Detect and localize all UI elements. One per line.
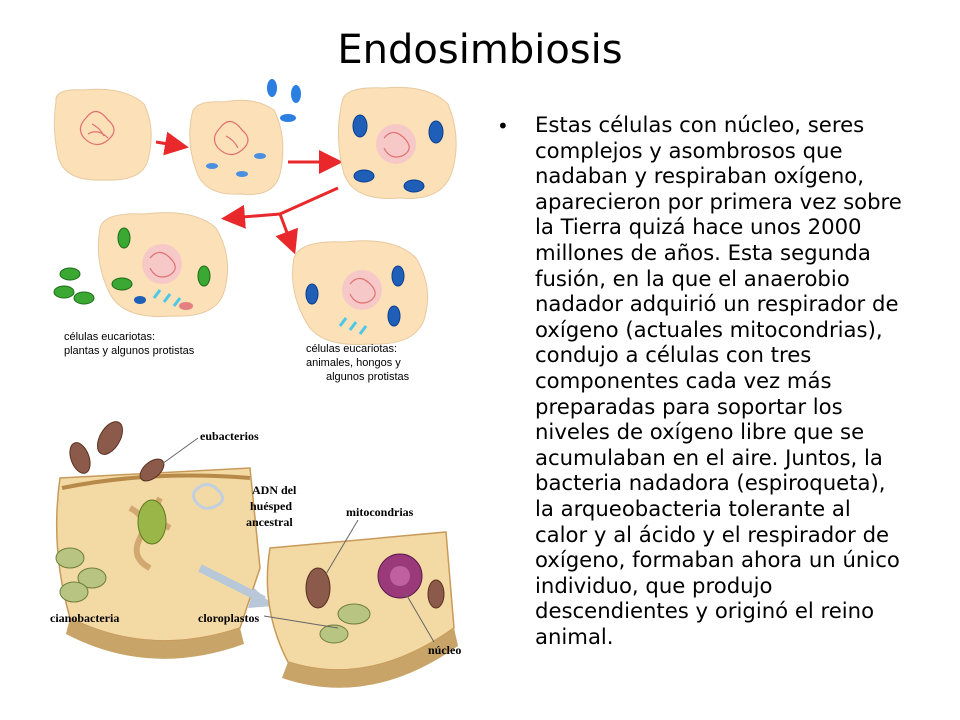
free-bacterium <box>280 114 296 122</box>
animal-cell-label-1: células eucariotas: <box>306 343 397 355</box>
cell-ingesting <box>189 99 284 196</box>
cloroplastos-pointer <box>263 615 339 629</box>
arrow-1 <box>155 131 189 156</box>
free-chloroplast <box>53 285 75 299</box>
nucleo-label: núcleo <box>428 643 461 657</box>
cyanobacterium <box>59 581 89 603</box>
adn-label-1: ADN del <box>252 483 297 497</box>
host-cell <box>55 467 261 659</box>
eubacterium <box>97 421 123 455</box>
cianobacteria-label: cianobacteria <box>50 611 119 625</box>
mitocondrias-pointer <box>325 519 359 575</box>
transition-arrowhead <box>248 588 274 608</box>
prokaryote-cell <box>53 88 152 181</box>
plant-cell-label-1: células eucariotas: <box>64 331 155 343</box>
arrow-split <box>279 186 339 216</box>
free-chloroplast <box>59 267 81 281</box>
mitocondrias-label: mitocondrias <box>346 505 414 519</box>
cloroplastos-label: cloroplastos <box>198 611 259 625</box>
arrow-to-plant <box>221 204 281 229</box>
eubacterios-label: eubacterios <box>200 429 259 443</box>
free-chloroplast <box>73 291 95 305</box>
endosymbiosis-organelle-diagram: eubacterios ADN del huésped ancestral mi… <box>50 421 461 688</box>
animal-cell-label-2: animales, hongos y <box>306 357 401 369</box>
plant-cell-label-2: plantas y algunos protistas <box>64 345 195 357</box>
endosymbiosis-cell-diagram: células eucariotas: plantas y algunos pr… <box>53 79 457 383</box>
animal-cell-label-3: algunos protistas <box>326 371 410 383</box>
cyanobacterium <box>77 567 107 589</box>
arrow-to-animal <box>275 213 298 255</box>
cyanobacterium <box>55 547 85 569</box>
nucleo-pointer <box>405 593 435 643</box>
cell-with-mitochondria <box>337 86 457 199</box>
eukaryotic-cell <box>266 531 458 688</box>
free-bacterium <box>291 85 301 103</box>
animal-cell <box>292 240 429 346</box>
eubacterium <box>139 458 165 482</box>
slide-title: Endosimbiosis <box>337 27 623 73</box>
adn-label-3: ancestral <box>246 515 293 529</box>
eubacterios-pointer <box>161 437 199 465</box>
body-paragraph: Estas células con núcleo, seres complejo… <box>535 112 902 649</box>
bullet-marker: • <box>497 114 509 138</box>
host-dna <box>191 483 224 510</box>
free-bacterium <box>267 79 277 97</box>
adn-label-2: huésped <box>250 499 292 513</box>
plant-cell <box>97 212 229 318</box>
eubacterium <box>69 442 91 474</box>
bullet-text-panel: • Estas células con núcleo, seres comple… <box>497 112 907 649</box>
